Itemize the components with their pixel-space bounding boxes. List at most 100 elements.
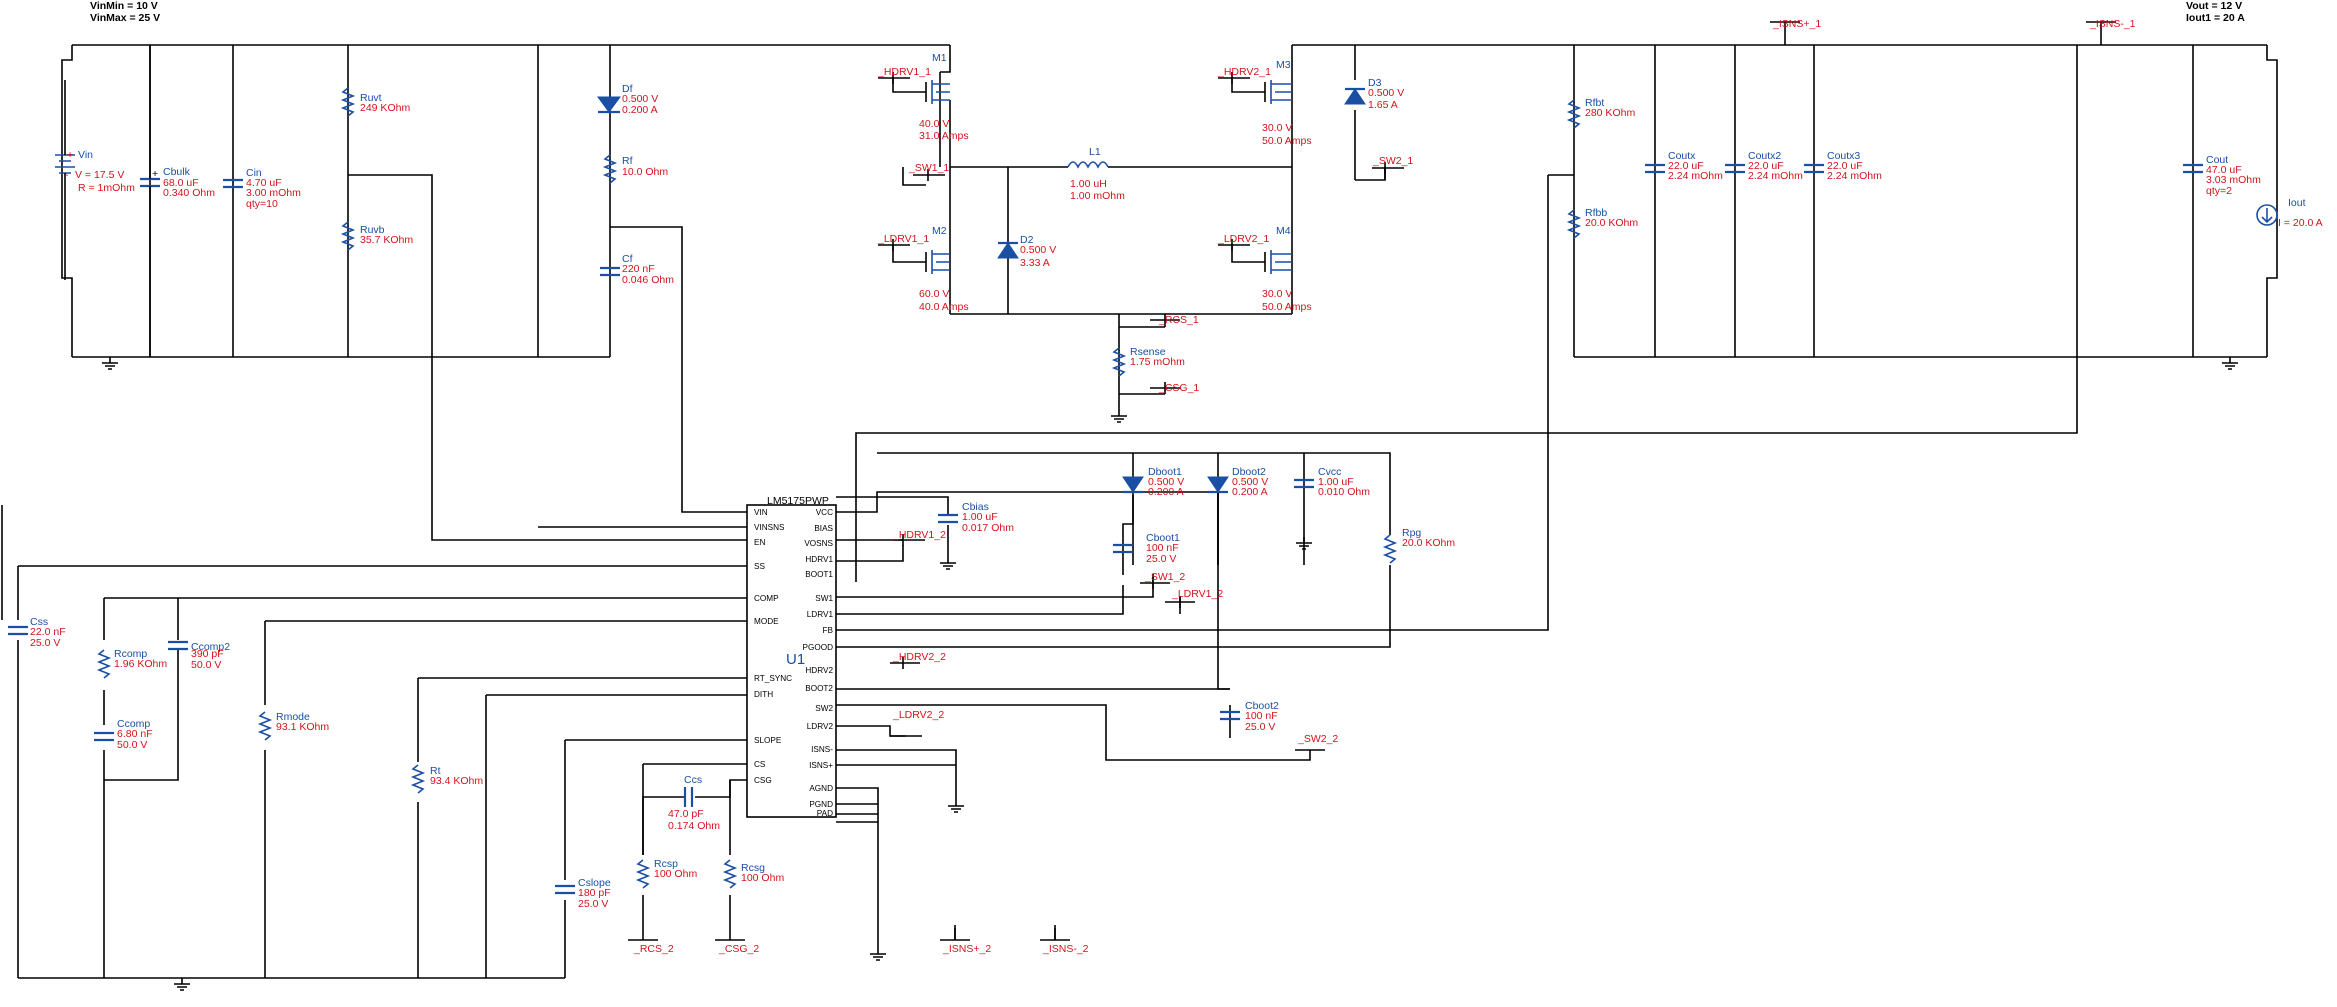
rmode-name: Rmode xyxy=(276,711,310,723)
rcomp-v1: 1.96 KOhm xyxy=(114,658,167,670)
d3-name: D3 xyxy=(1368,77,1382,89)
u1-ic: LM5175PWP U1 VIN VINSNS EN SS COMP MODE … xyxy=(746,495,837,818)
net-label: _HDRV2_1 xyxy=(1217,66,1271,78)
dboot1-v2: 0.200 A xyxy=(1148,486,1184,498)
m4-name: M4 xyxy=(1276,225,1291,237)
cf-name: Cf xyxy=(622,253,633,265)
rmode-resistor xyxy=(257,711,273,741)
cslope-capacitor xyxy=(555,884,575,895)
ruv1-name: Ruvt xyxy=(360,92,382,104)
net-label: _ISNS-_1 xyxy=(2089,18,2136,30)
m3-v1: 30.0 V xyxy=(1262,122,1292,134)
cvcc-v2: 0.010 Ohm xyxy=(1318,486,1370,498)
coutx3-capacitor xyxy=(1804,163,1824,174)
rmode-v1: 93.1 KOhm xyxy=(276,721,329,733)
net-label: _HDRV2_2 xyxy=(892,651,946,663)
cbulk-capacitor xyxy=(140,45,160,357)
ccomp2-capacitor xyxy=(168,640,188,651)
cout-capacitor xyxy=(2183,163,2203,174)
coutx3-name: Coutx3 xyxy=(1827,150,1860,162)
vin-v2: R = 1mOhm xyxy=(78,182,135,194)
rt-resistor xyxy=(410,764,426,794)
net-label: _SW1_1 xyxy=(908,162,949,174)
coutx2-v2: 2.24 mOhm xyxy=(1748,170,1803,182)
pin-csg: CSG xyxy=(754,776,772,785)
ground-icon xyxy=(1111,410,1127,423)
coutx-v2: 2.24 mOhm xyxy=(1668,170,1723,182)
cbias-v1: 1.00 uF xyxy=(962,511,998,523)
net-label: _ISNS-_2 xyxy=(1042,943,1089,955)
net-label: _SW2_2 xyxy=(1297,733,1338,745)
net-label: _LDRV1_2 xyxy=(1171,588,1223,600)
m4-v2: 50.0 Amps xyxy=(1262,301,1312,313)
cslope-name: Cslope xyxy=(578,877,611,889)
cbulk-name: Cbulk xyxy=(163,166,191,178)
rsense-resistor xyxy=(1111,347,1127,377)
vout-label: Vout = 12 V xyxy=(2186,0,2242,12)
rfbt-name: Rfbt xyxy=(1585,97,1604,109)
ruv1-resistor xyxy=(340,87,356,117)
dboot2-v1: 0.500 V xyxy=(1232,476,1268,488)
cboot2-v2: 25.0 V xyxy=(1245,721,1275,733)
d2-name: D2 xyxy=(1020,234,1034,246)
ruvb-v1: 35.7 KOhm xyxy=(360,234,413,246)
d3-diode xyxy=(1344,87,1366,105)
dboot2-name: Dboot2 xyxy=(1232,466,1266,478)
pin-vinsns: VINSNS xyxy=(754,523,785,532)
cf-v1: 220 nF xyxy=(622,263,655,275)
dboot1-diode xyxy=(1122,476,1144,494)
ccs-capacitor xyxy=(683,787,694,807)
cbias-name: Cbias xyxy=(962,501,989,513)
ruvb-resistor xyxy=(340,221,356,251)
pin-boot1: BOOT1 xyxy=(805,570,833,579)
cin-v2: 3.00 mOhm xyxy=(246,187,301,199)
m3-mosfet xyxy=(1264,80,1292,104)
cvcc-capacitor xyxy=(1294,478,1314,489)
df-name: Df xyxy=(622,83,633,95)
rsense-v1: 1.75 mOhm xyxy=(1130,356,1185,368)
rcsg-resistor xyxy=(722,859,738,889)
cboot2-capacitor xyxy=(1220,710,1240,721)
net-label: _HDRV1_2 xyxy=(892,529,946,541)
rpg-name: Rpg xyxy=(1402,527,1421,539)
pin-dith: DITH xyxy=(754,690,773,699)
component-labels: + Vin - V = 17.5 V R = 1mOhm + Cbulk 68.… xyxy=(30,52,2323,910)
cboot1-capacitor xyxy=(1113,543,1133,554)
ic-ref: U1 xyxy=(786,651,805,668)
cslope-v1: 180 pF xyxy=(578,887,611,899)
net-label: _LDRV1_1 xyxy=(877,233,929,245)
css-name: Css xyxy=(30,616,48,628)
cboot2-v1: 100 nF xyxy=(1245,710,1278,722)
cboot1-v2: 25.0 V xyxy=(1146,553,1176,565)
cf-v2: 0.046 Ohm xyxy=(622,274,674,286)
rfbb-resistor xyxy=(1566,209,1582,239)
m1-name: M1 xyxy=(932,52,947,64)
dboot1-v1: 0.500 V xyxy=(1148,476,1184,488)
vin-name: Vin xyxy=(78,149,93,161)
pin-hdrv1: HDRV1 xyxy=(805,555,833,564)
cbias-v2: 0.017 Ohm xyxy=(962,522,1014,534)
pin-vin: VIN xyxy=(754,508,768,517)
cboot1-v1: 100 nF xyxy=(1146,542,1179,554)
pin-pad: PAD xyxy=(817,809,833,818)
rcsp-name: Rcsp xyxy=(654,858,678,870)
pin-vosns: VOSNS xyxy=(804,539,833,548)
cbulk-v1: 68.0 uF xyxy=(163,177,199,189)
wires-bottom xyxy=(17,452,1391,979)
cout-name: Cout xyxy=(2206,154,2228,166)
m2-mosfet xyxy=(925,250,950,274)
wires-top xyxy=(61,22,2278,631)
css-capacitor xyxy=(8,625,28,636)
net-label: _RCS_2 xyxy=(633,943,674,955)
coutx3-v1: 22.0 uF xyxy=(1827,160,1863,172)
pin-agnd: AGND xyxy=(809,784,833,793)
df-diode xyxy=(597,96,621,114)
dboot2-v2: 0.200 A xyxy=(1232,486,1268,498)
ruvb-name: Ruvb xyxy=(360,224,385,236)
rcomp-resistor xyxy=(96,649,112,679)
ground-symbols xyxy=(102,357,2238,991)
iout-label: Iout1 = 20 A xyxy=(2186,12,2245,24)
vin-plus: + xyxy=(67,149,73,161)
m1-v2: 31.0 Amps xyxy=(919,130,969,142)
